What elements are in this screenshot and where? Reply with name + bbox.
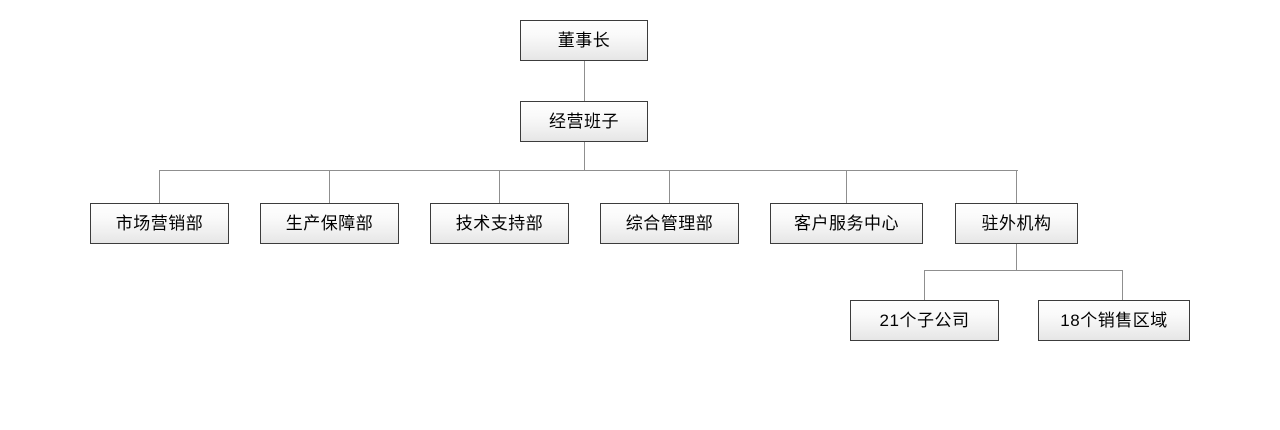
node-management-team[interactable]: 经营班子 (520, 101, 648, 142)
node-sales-regions-label: 18个销售区域 (1060, 311, 1168, 330)
node-general-management[interactable]: 综合管理部 (600, 203, 739, 244)
edge-bus-to-general-management (669, 170, 670, 204)
node-general-management-label: 综合管理部 (625, 214, 714, 233)
node-subsidiaries-label: 21个子公司 (879, 311, 970, 330)
node-production[interactable]: 生产保障部 (260, 203, 399, 244)
node-marketing-label: 市场营销部 (115, 214, 204, 233)
node-field-offices[interactable]: 驻外机构 (955, 203, 1078, 244)
node-sales-regions[interactable]: 18个销售区域 (1038, 300, 1190, 341)
edge-bus-to-field-offices (1016, 170, 1017, 204)
node-technical-support[interactable]: 技术支持部 (430, 203, 569, 244)
edge-management-team-stem (584, 141, 585, 171)
edge-bus-to-subsidiaries (924, 270, 925, 301)
edge-department-bus (159, 170, 1018, 171)
node-production-label: 生产保障部 (285, 214, 374, 233)
node-subsidiaries[interactable]: 21个子公司 (850, 300, 999, 341)
node-chairman-label: 董事长 (557, 31, 611, 50)
node-technical-support-label: 技术支持部 (455, 214, 544, 233)
edge-bus-to-customer-service (846, 170, 847, 204)
edge-bus-to-marketing (159, 170, 160, 204)
node-chairman[interactable]: 董事长 (520, 20, 648, 61)
node-field-offices-label: 驻外机构 (981, 214, 1052, 233)
edge-bus-to-sales-regions (1122, 270, 1123, 301)
edge-bus-to-technical-support (499, 170, 500, 204)
edge-chairman-to-management-team (584, 60, 585, 101)
edge-field-offices-bus (924, 270, 1123, 271)
edge-bus-to-production (329, 170, 330, 204)
node-customer-service[interactable]: 客户服务中心 (770, 203, 923, 244)
edge-field-offices-stem (1016, 243, 1017, 271)
node-management-team-label: 经营班子 (549, 112, 619, 131)
node-customer-service-label: 客户服务中心 (794, 214, 899, 233)
node-marketing[interactable]: 市场营销部 (90, 203, 229, 244)
